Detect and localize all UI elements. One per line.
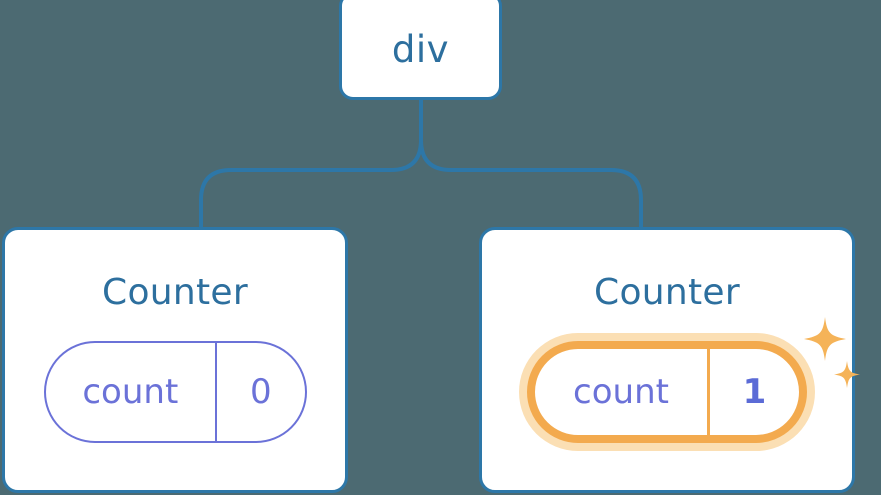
state-pill-wrapper: count 1 — [527, 317, 860, 443]
state-pill-highlighted[interactable]: count 1 — [527, 341, 807, 443]
state-value: 0 — [250, 372, 272, 412]
component-card-counter-right[interactable]: Counter count 1 — [479, 227, 860, 493]
root-node-label: div — [391, 27, 450, 71]
component-title: Counter — [102, 272, 248, 313]
tree-node-root[interactable]: div — [339, 0, 502, 100]
state-key: count — [535, 349, 710, 435]
sparkle-small-icon — [834, 361, 860, 388]
state-value: 1 — [742, 372, 767, 412]
state-pill-wrapper: count 0 — [43, 341, 307, 443]
component-card-counter-left[interactable]: Counter count 0 — [2, 227, 348, 493]
sparkle-large-icon — [804, 317, 846, 361]
component-title: Counter — [594, 272, 740, 313]
state-pill[interactable]: count 0 — [43, 341, 307, 443]
sparkle-group — [804, 317, 860, 388]
state-key: count — [46, 343, 218, 441]
